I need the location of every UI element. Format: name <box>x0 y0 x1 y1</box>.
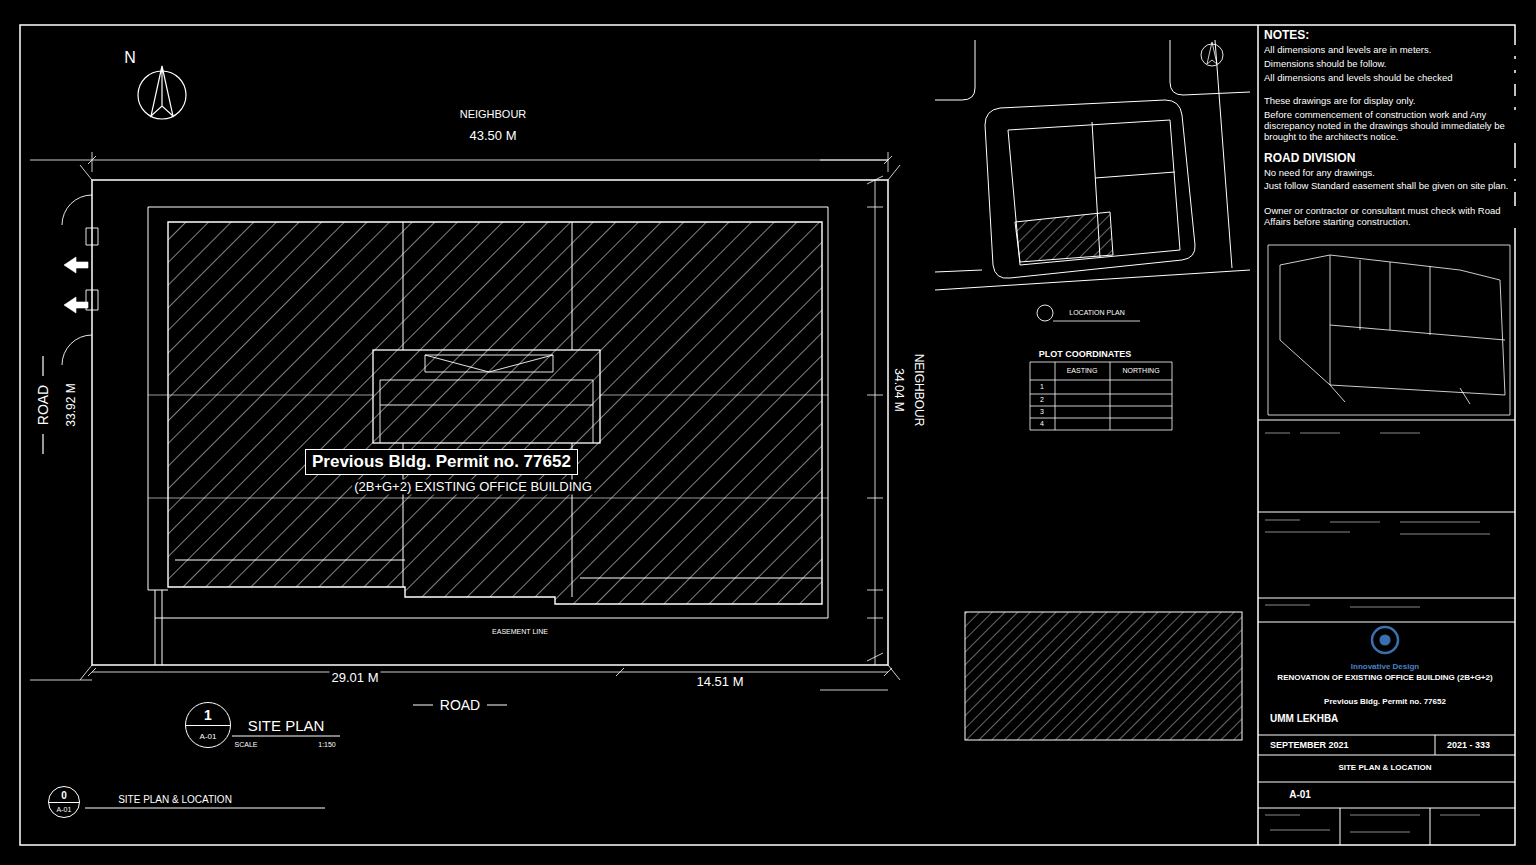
north-arrow <box>151 66 173 116</box>
location-callout <box>1037 305 1053 321</box>
drawing-label: These drawings are for display only. <box>1262 96 1516 107</box>
drawing-label: 29.01 M <box>330 671 381 686</box>
drawing-label: A-01 <box>1287 789 1313 801</box>
drawing-label: 4 <box>1038 420 1046 428</box>
drawing-label: NORTHING <box>1120 367 1161 375</box>
drawing-label: 43.50 M <box>468 129 519 144</box>
drawing-label: Owner or contractor or consultant must c… <box>1262 206 1516 228</box>
drawing-label: UMM LEKHBA <box>1268 713 1340 725</box>
callout-number: 0 <box>49 790 79 802</box>
drawing-label: 2021 - 333 <box>1445 740 1492 750</box>
dimension-line-bottom <box>88 668 892 676</box>
drawing-label: PLOT COORDINATES <box>1037 349 1133 359</box>
callout-divider <box>186 725 230 726</box>
location-roads <box>935 40 1250 290</box>
drawing-label: 1 <box>1038 383 1046 391</box>
label-box: Previous Bldg. Permit no. 77652 <box>305 449 578 475</box>
road-dashes <box>43 356 507 705</box>
core-hatch <box>373 350 600 443</box>
logo-dot <box>1380 635 1390 645</box>
drawing-label: 14.51 M <box>695 675 746 690</box>
dimension-line-right <box>867 176 883 665</box>
sheet-frame <box>20 25 1515 845</box>
location-site <box>1015 212 1113 262</box>
drawing-label: N <box>122 49 138 67</box>
panel-divider <box>1257 25 1259 845</box>
drawing-label: 33.92 M <box>65 381 79 428</box>
title-block-rules <box>1258 420 1515 845</box>
plot-boundary <box>92 180 888 665</box>
drawing-label: Innovative Design <box>1349 662 1421 671</box>
corner-marks <box>30 160 900 690</box>
building-walls <box>175 222 822 597</box>
drawing-label: (2B+G+2) EXISTING OFFICE BUILDING <box>352 480 594 495</box>
stair-symbol <box>380 355 593 443</box>
core-area <box>373 350 600 443</box>
drawing-label: NEIGHBOUR <box>458 108 529 121</box>
drawing-label: SEPTEMBER 2021 <box>1268 740 1351 750</box>
title-block-entries <box>1265 433 1490 832</box>
drawing-label: SCALE <box>233 741 260 749</box>
drawing-label: LOCATION PLAN <box>1067 309 1127 317</box>
location-underline <box>1053 321 1140 322</box>
callout-divider <box>49 802 79 803</box>
drawing-label: NOTES: <box>1262 29 1311 43</box>
callout-number: 1 <box>186 707 230 723</box>
drawing-label: ROAD <box>35 383 51 427</box>
drawing-label: NEIGHBOUR <box>911 352 925 429</box>
location-block <box>985 100 1195 278</box>
drawing-label: All dimensions and levels should be chec… <box>1262 73 1516 84</box>
gate-swing <box>62 195 98 365</box>
drawing-label: Dimensions should be follow. <box>1262 59 1516 70</box>
existing-building <box>168 222 822 604</box>
callout-circle: 1A-01 <box>185 702 231 748</box>
drawing-label: ROAD <box>438 697 482 713</box>
sheet-reference: A-01 <box>49 806 79 814</box>
drawing-label: No need for any drawings. <box>1262 168 1516 179</box>
location-north-arrow <box>1201 44 1223 66</box>
drawing-label: EASTING <box>1065 367 1100 375</box>
drawing-label: Previous Bldg. Permit no. 77652 <box>1263 697 1507 706</box>
drawing-label: 3 <box>1038 408 1046 416</box>
perspective-sketch <box>1268 245 1510 415</box>
drawing-label: Before commencement of construction work… <box>1262 110 1516 143</box>
sheet-reference: A-01 <box>186 732 230 741</box>
hatched-detail <box>965 612 1242 740</box>
drawing-label: SITE PLAN & LOCATION <box>1336 763 1433 772</box>
drawing-label: 34.04 M <box>891 366 905 413</box>
drawing-label: ROAD DIVISION <box>1262 152 1357 166</box>
drawing-label: SITE PLAN <box>246 717 327 734</box>
entry-arrow <box>64 257 88 313</box>
coordinates-table <box>1030 362 1172 430</box>
drawing-label: Just follow Standard easement shall be g… <box>1262 181 1516 192</box>
location-north-pointer <box>1207 42 1217 64</box>
dimension-line-top <box>88 152 892 172</box>
drawing-label: All dimensions and levels are in meters. <box>1262 45 1516 56</box>
callout-circle: 0A-01 <box>48 786 80 818</box>
drawing-label: 1:150 <box>316 741 338 749</box>
drawing-label: EASEMENT LINE <box>490 628 550 636</box>
drawing-label: SITE PLAN & LOCATION <box>116 794 234 806</box>
logo-ring <box>1372 627 1398 653</box>
drawing-label: RENOVATION OF EXISTING OFFICE BUILDING (… <box>1263 673 1507 682</box>
drawing-label: 2 <box>1038 396 1046 404</box>
permit-label: Previous Bldg. Permit no. 77652 <box>312 452 571 472</box>
